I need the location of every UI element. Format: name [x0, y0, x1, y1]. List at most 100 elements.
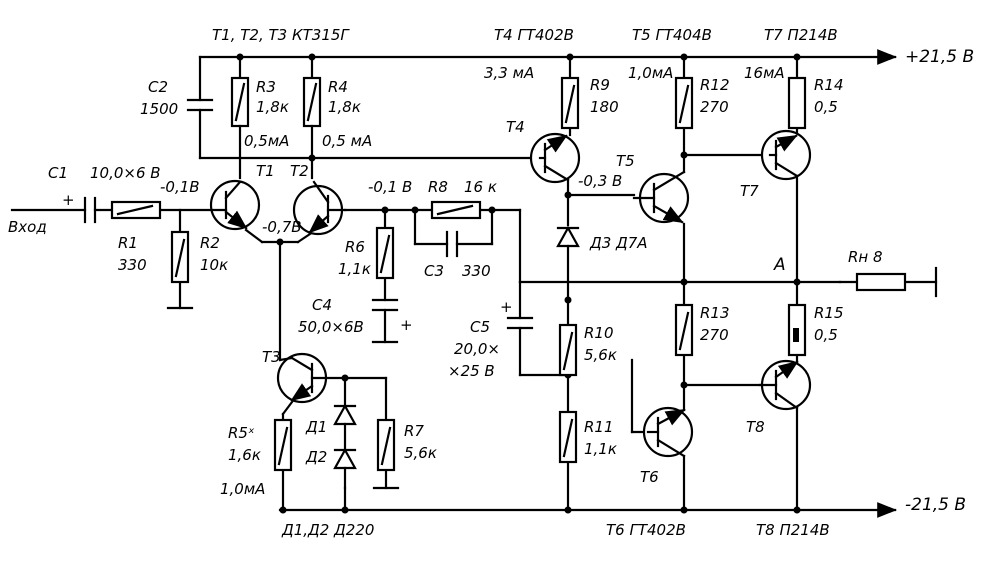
t1-base-voltage: -0,1В: [160, 178, 200, 196]
rh-label: Rн 8: [848, 248, 883, 266]
r5-current: 1,0мА: [220, 480, 265, 498]
r10-top-node: [564, 296, 572, 304]
d2-bottom-node: [341, 506, 349, 514]
t8-collector-node: [793, 506, 801, 514]
r12-value: 270: [700, 98, 729, 116]
resistor-r15: [787, 303, 807, 357]
type-t7: Т7 П214В: [764, 26, 838, 44]
c5-label: С5: [470, 318, 490, 336]
c5-value1: 20,0×: [454, 340, 500, 358]
positive-rail-label: +21,5 В: [905, 47, 974, 67]
r6-value: 1,1к: [338, 260, 371, 278]
type-t1-t3: Т1, Т2, Т3 КТ315Г: [212, 26, 350, 44]
transistor-t5: [632, 170, 690, 224]
t7-current: 16мА: [744, 64, 785, 82]
r14-label: R14: [814, 76, 844, 94]
t8-label: Т8: [746, 418, 765, 436]
diode-d2: [333, 447, 357, 490]
t5-base-voltage: -0,3 В: [578, 172, 622, 190]
t2-label: Т2: [290, 162, 309, 180]
node-a: [793, 278, 801, 286]
c1-value: 10,0×6 В: [90, 164, 161, 182]
transistor-t4: [529, 132, 581, 184]
transistor-t3: [276, 352, 388, 404]
type-t5: Т5 ГТ404В: [632, 26, 712, 44]
r15-label: R15: [814, 304, 844, 322]
r15-value: 0,5: [814, 326, 838, 344]
t6-label: Т6: [640, 468, 659, 486]
r5-value: 1,6к: [228, 446, 261, 464]
r8-right-node: [488, 206, 496, 214]
c4-value: 50,0×6В: [298, 318, 364, 336]
r12-label: R12: [700, 76, 730, 94]
r3-value: 1,8к: [256, 98, 289, 116]
resistor-r1: [110, 200, 162, 220]
t3-base-node: [341, 374, 349, 382]
t1-label: Т1: [256, 162, 275, 180]
node-a-label: А: [773, 255, 786, 275]
a-left-node: [680, 278, 688, 286]
t4-label: Т4: [506, 118, 525, 136]
c5-value2: ×25 В: [448, 362, 495, 380]
c3-label: С3: [424, 262, 444, 280]
diode-d3: [556, 225, 580, 302]
resistor-r11: [558, 410, 578, 464]
t2-base-voltage: -0,1 В: [368, 178, 412, 196]
type-t8: Т8 П214В: [756, 521, 830, 539]
r3-node: [236, 53, 244, 61]
r8-left-node: [411, 206, 419, 214]
type-diodes: Д1,Д2 Д220: [281, 521, 374, 539]
r13-label: R13: [700, 304, 730, 322]
c1-plus: +: [62, 191, 75, 209]
type-t4: Т4 ГТ402В: [494, 26, 574, 44]
r4-value: 1,8к: [328, 98, 361, 116]
resistor-r14: [787, 76, 807, 130]
t5-label: Т5: [616, 152, 635, 170]
capacitor-c1: [83, 196, 97, 224]
r7-value: 5,6к: [404, 444, 437, 462]
t2-base-wiring: [343, 208, 522, 302]
transistor-t8: [758, 359, 812, 411]
input-wiring: [10, 208, 214, 310]
t7-base-node: [680, 151, 688, 159]
capacitor-c4: [371, 298, 399, 344]
resistor-r12: [674, 76, 694, 130]
emitter-voltage: -0,7В: [262, 218, 302, 236]
t6-collector-node: [680, 506, 688, 514]
d1-label: Д1: [305, 418, 327, 436]
resistor-r5: [273, 418, 293, 472]
r11-label: R11: [584, 418, 614, 436]
r1-label: R1: [118, 234, 138, 252]
resistor-r10: [558, 323, 578, 377]
c2-value: 1500: [140, 100, 178, 118]
feedback-output-wiring: [518, 280, 842, 512]
c1-label: С1: [48, 164, 68, 182]
r12-node: [680, 53, 688, 61]
t2-base-node: [381, 206, 389, 214]
transistor-t7: [760, 129, 812, 181]
r9-node: [566, 53, 574, 61]
r3-current: 0,5мА: [244, 132, 289, 150]
r11-bottom-node: [564, 506, 572, 514]
t5-base-node: [564, 191, 572, 199]
r13-value: 270: [700, 326, 729, 344]
resistor-r7: [376, 418, 396, 472]
input-label: Вход: [8, 218, 47, 236]
r6-label: R6: [345, 238, 365, 256]
c4-label: С4: [312, 296, 332, 314]
r4-label: R4: [328, 78, 348, 96]
r14-node: [793, 53, 801, 61]
c2-node: [308, 154, 316, 162]
c2-label: С2: [148, 78, 168, 96]
r4-current: 0,5 мА: [322, 132, 372, 150]
t3-label: Т3: [262, 348, 281, 366]
r9-label: R9: [590, 76, 610, 94]
r10-label: R10: [584, 324, 614, 342]
capacitor-c2: [186, 55, 542, 160]
r9-value: 180: [590, 98, 619, 116]
r4-node: [308, 53, 316, 61]
t6-collector-wiring: [682, 383, 762, 512]
resistor-r6: [375, 226, 395, 280]
r2-value: 10к: [200, 256, 228, 274]
